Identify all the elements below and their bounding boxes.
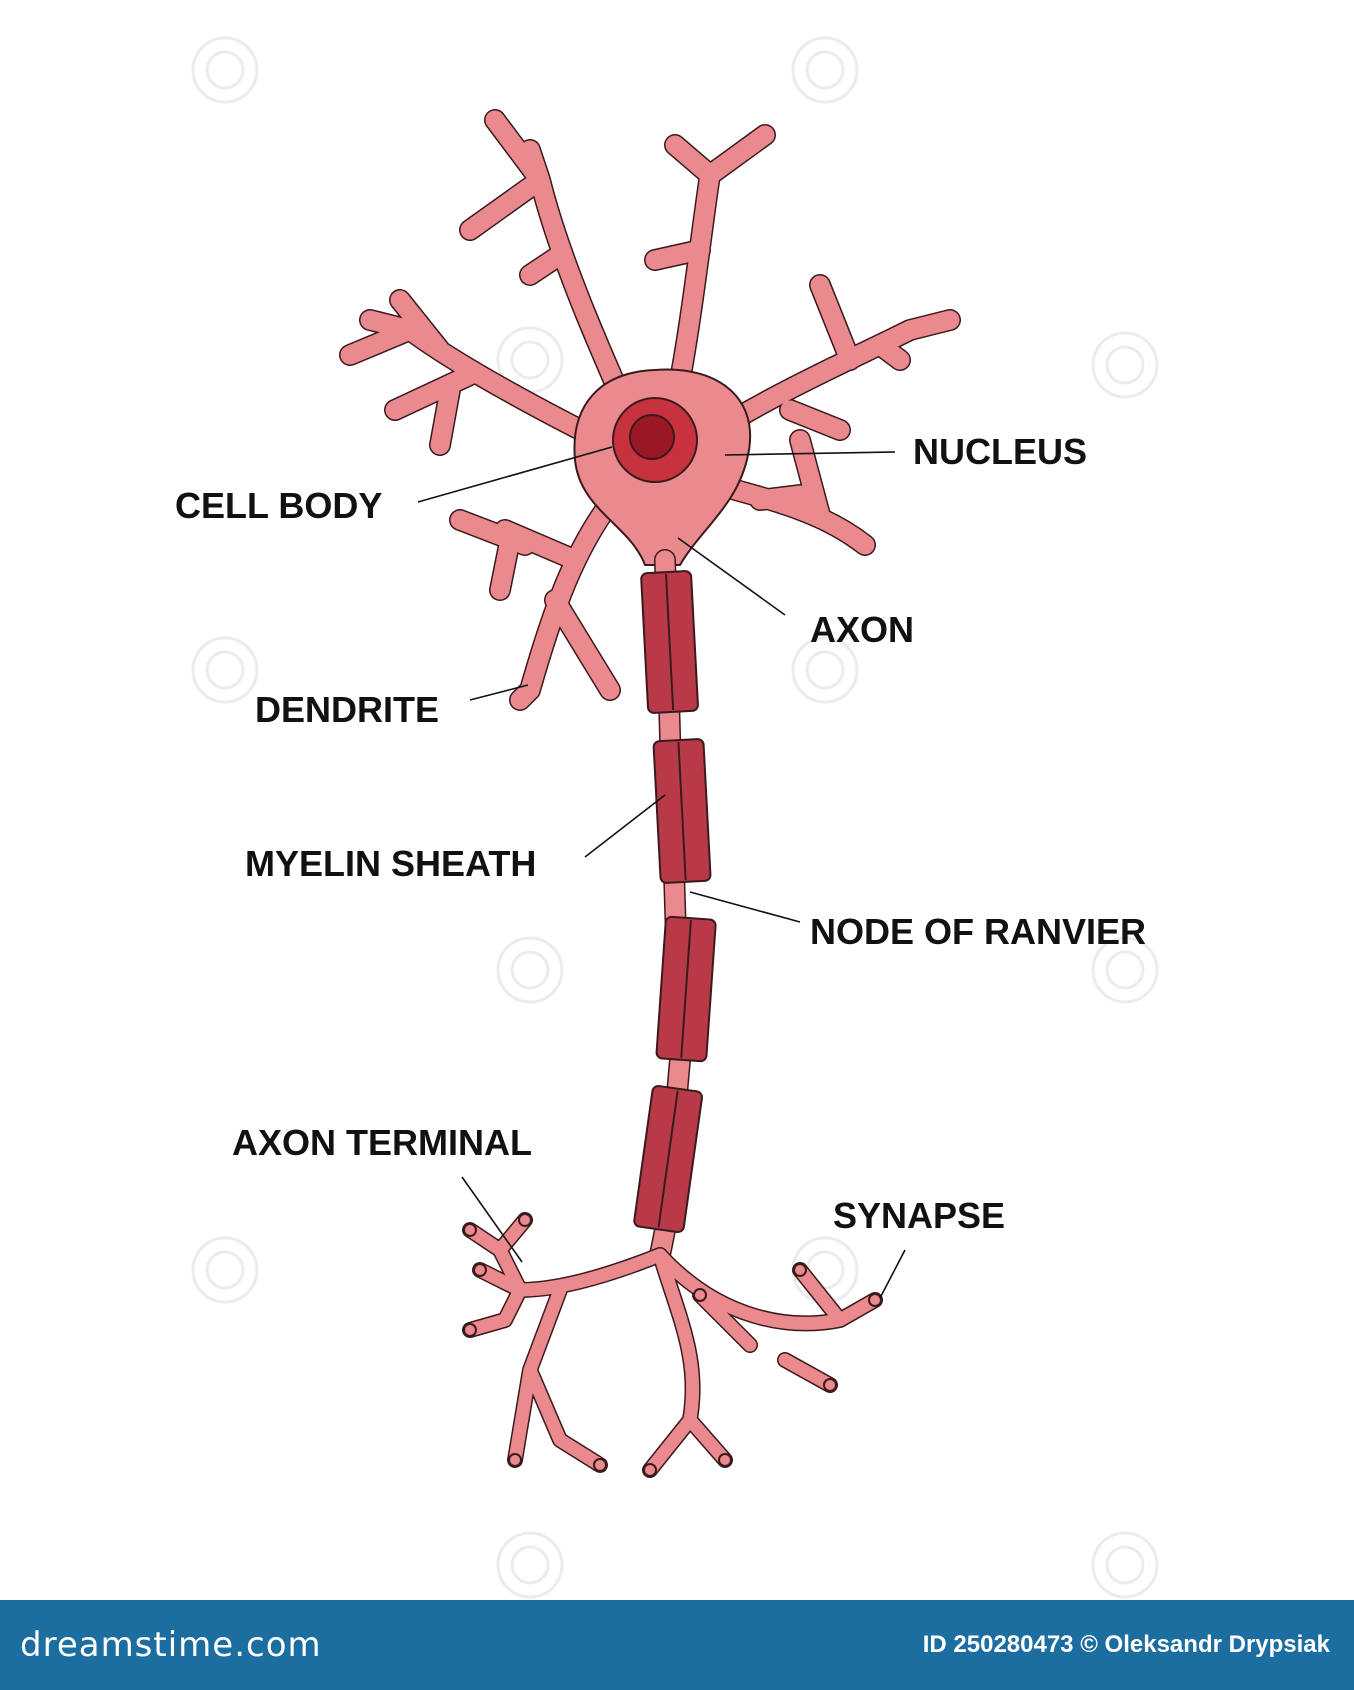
myelin-segment	[655, 915, 717, 1063]
diagram-canvas: NUCLEUS CELL BODY AXON DENDRITE MYELIN S…	[175, 36, 1159, 1599]
label-cell-body: CELL BODY	[175, 485, 382, 526]
myelin-segment	[652, 738, 712, 884]
label-node-of-ranvier: NODE OF RANVIER	[810, 911, 1146, 952]
label-myelin-sheath: MYELIN SHEATH	[245, 843, 536, 884]
nucleus-shape	[612, 397, 698, 483]
label-dendrite: DENDRITE	[255, 689, 439, 730]
footer-bar: dreamstime.com ID 250280473 © Oleksandr …	[0, 1600, 1354, 1690]
leader-lines	[417, 446, 906, 1299]
label-axon-terminal: AXON TERMINAL	[232, 1122, 532, 1163]
myelin-sheaths	[633, 570, 717, 1234]
label-synapse: SYNAPSE	[833, 1195, 1005, 1236]
labels: NUCLEUS CELL BODY AXON DENDRITE MYELIN S…	[175, 431, 1146, 1236]
synaptic-knobs	[463, 1213, 882, 1477]
label-nucleus: NUCLEUS	[913, 431, 1087, 472]
myelin-segment	[640, 570, 699, 714]
neuron-diagram: NUCLEUS CELL BODY AXON DENDRITE MYELIN S…	[175, 36, 1159, 1599]
axon-terminals	[462, 1212, 883, 1478]
label-axon: AXON	[810, 609, 914, 650]
watermark	[191, 36, 1159, 1599]
footer-credit: ID 250280473 © Oleksandr Drypsiak	[922, 1631, 1330, 1658]
myelin-segment	[633, 1084, 704, 1234]
footer-logo: dreamstime.com	[20, 1625, 322, 1665]
